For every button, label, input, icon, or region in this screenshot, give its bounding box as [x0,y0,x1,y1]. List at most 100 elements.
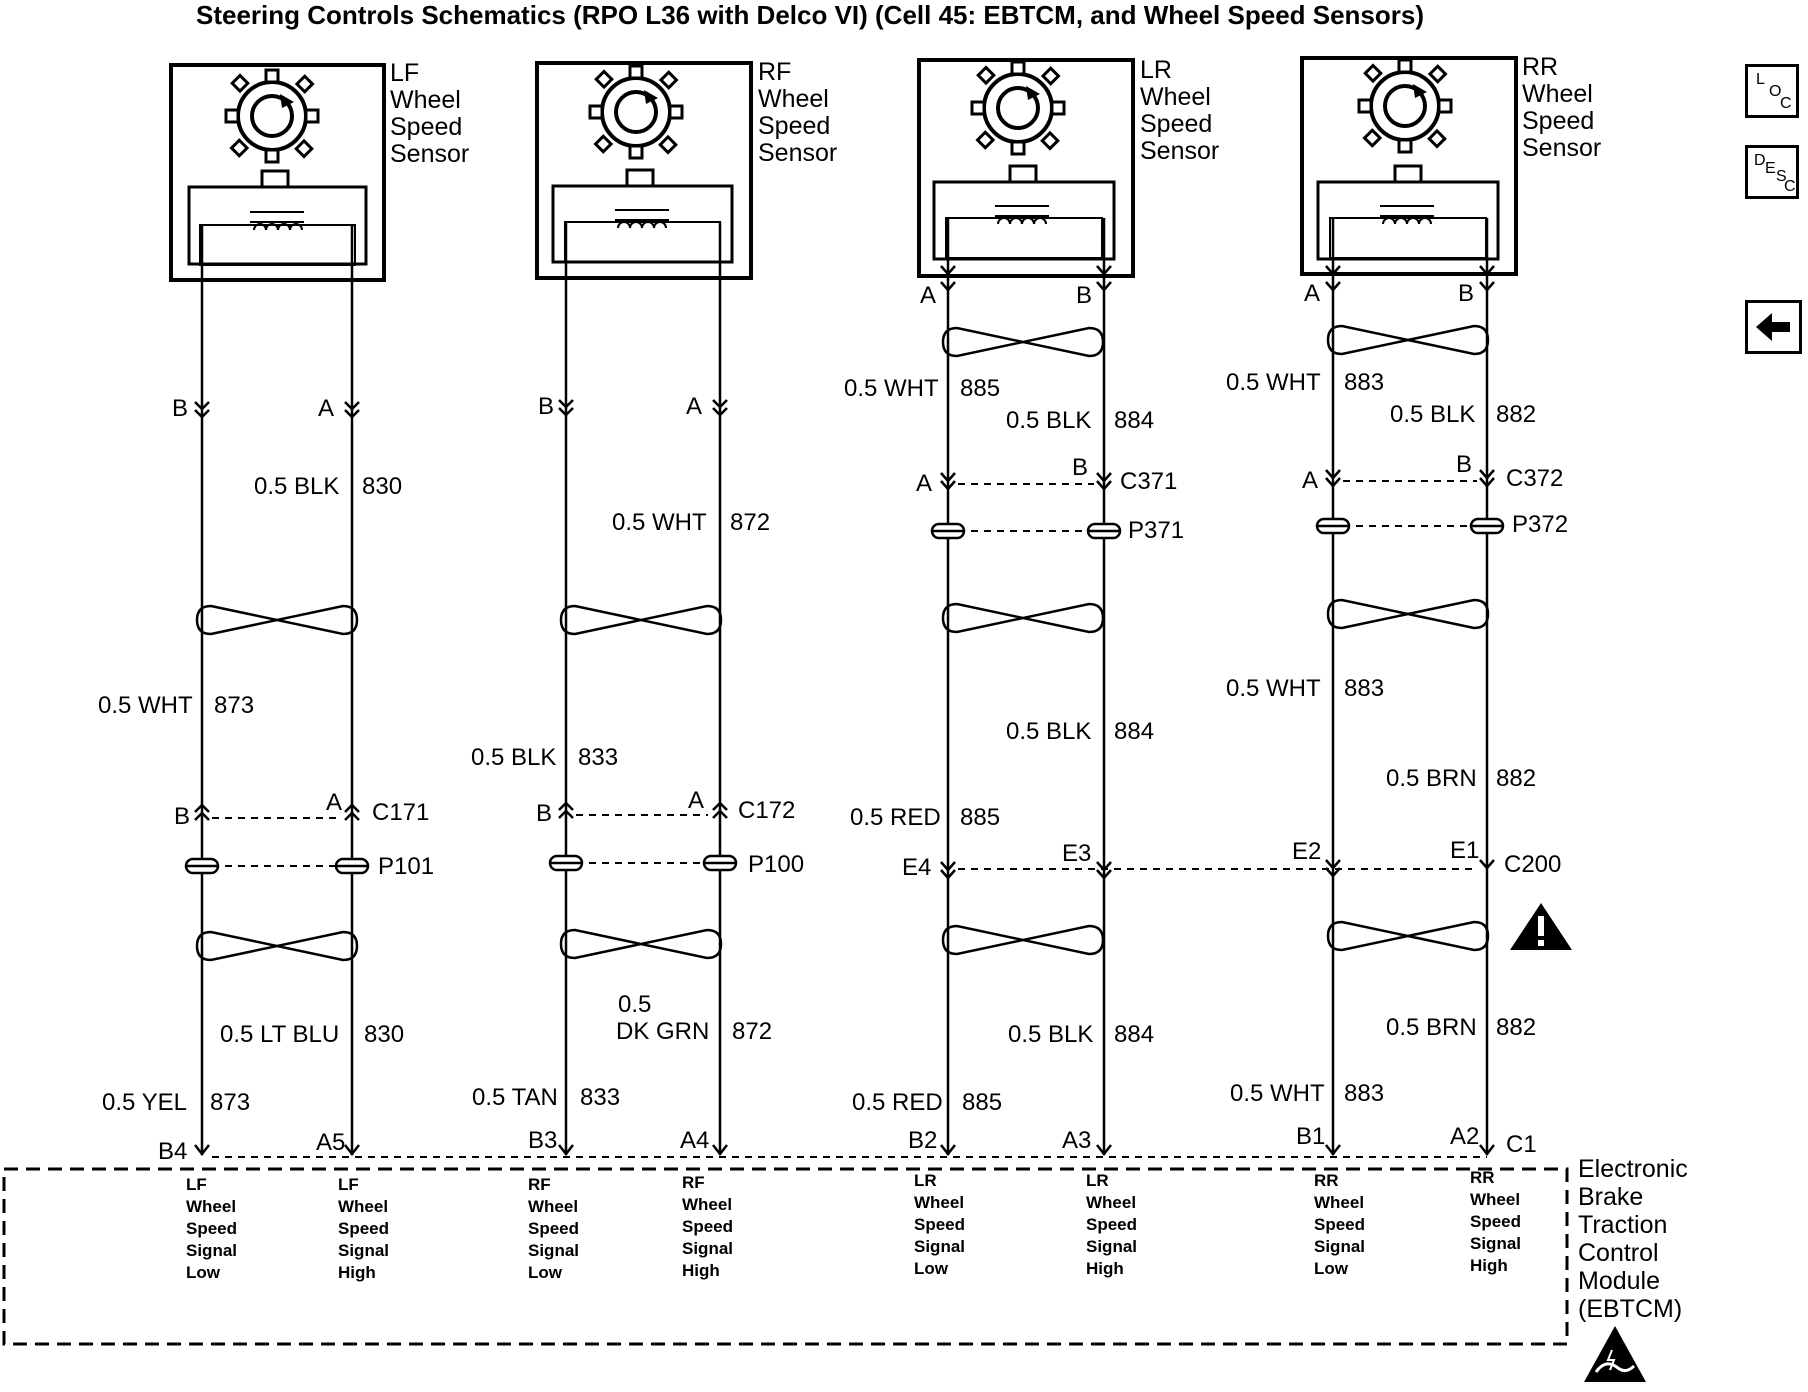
loc-letter-l: L [1756,71,1765,88]
svg-text:C172: C172 [738,797,795,824]
svg-text:Wheel: Wheel [390,86,461,114]
module-pin-descriptions: LF Wheel Speed Signal Low LF Wheel Speed… [186,1168,1521,1282]
svg-text:Wheel: Wheel [758,85,829,113]
svg-text:B1: B1 [1296,1123,1325,1150]
page-title: Steering Controls Schematics (RPO L36 wi… [195,0,1425,30]
svg-text:High: High [1470,1256,1508,1275]
svg-text:Speed: Speed [758,112,830,140]
lr-sensor-box [917,58,1135,278]
svg-text:Low: Low [914,1259,949,1278]
svg-text:P371: P371 [1128,517,1184,544]
svg-text:RF: RF [682,1173,705,1192]
left-arrow-icon [1756,313,1790,341]
module-pin-lr-low: LR Wheel Speed Signal Low [914,1171,965,1278]
svg-text:Signal: Signal [1470,1234,1521,1253]
connector-chevrons [194,265,1495,1157]
module-pin-rr-high: RR Wheel Speed Signal High [1470,1168,1521,1275]
svg-text:B4: B4 [158,1138,187,1165]
svg-text:Speed: Speed [1140,110,1212,138]
svg-text:Wheel: Wheel [528,1197,578,1216]
svg-text:Signal: Signal [338,1241,389,1260]
tone-wheel-icon [1357,58,1453,154]
desc-letter-s: S [1776,168,1787,185]
svg-text:High: High [338,1263,376,1282]
svg-text:830: 830 [362,473,402,500]
svg-text:Wheel: Wheel [914,1193,964,1212]
pin-labels: B A B A A B A B A B A B B A B A E4 E3 E2… [158,280,1479,1165]
svg-text:0.5 BRN: 0.5 BRN [1386,765,1477,792]
svg-text:Speed: Speed [1470,1212,1521,1231]
svg-text:Sensor: Sensor [1522,134,1601,162]
svg-text:Sensor: Sensor [1140,137,1219,165]
svg-text:A3: A3 [1062,1127,1091,1154]
svg-text:Signal: Signal [682,1239,733,1258]
svg-text:B: B [172,395,188,422]
rf-sensor-label: RF Wheel Speed Sensor [758,58,837,167]
svg-text:C1: C1 [1506,1131,1537,1158]
svg-text:High: High [682,1261,720,1280]
svg-text:885: 885 [960,804,1000,831]
svg-text:B: B [538,393,554,420]
desc-letter-c: C [1784,178,1796,195]
svg-text:833: 833 [578,744,618,771]
svg-text:High: High [1086,1259,1124,1278]
loc-letter-o: O [1769,83,1782,100]
module-pin-lf-high: LF Wheel Speed Signal High [338,1175,389,1282]
svg-text:0.5 BLK: 0.5 BLK [254,473,339,500]
svg-text:Signal: Signal [914,1237,965,1256]
svg-text:0.5 BLK: 0.5 BLK [1006,718,1091,745]
svg-text:885: 885 [962,1089,1002,1116]
svg-text:0.5 BLK: 0.5 BLK [471,744,556,771]
back-button[interactable] [1745,300,1802,354]
svg-text:B: B [536,800,552,827]
lf-sensor-box [169,63,386,282]
svg-text:882: 882 [1496,401,1536,428]
svg-text:Low: Low [528,1263,563,1282]
svg-text:Wheel: Wheel [1086,1193,1136,1212]
svg-text:Wheel: Wheel [1470,1190,1520,1209]
svg-text:C200: C200 [1504,851,1561,878]
ebtcm-module-box [2,1167,1569,1346]
tone-wheel-icon [224,68,320,164]
svg-text:LF: LF [186,1175,207,1194]
location-button[interactable]: L O C [1745,64,1799,118]
rr-sensor-box [1300,56,1518,276]
svg-text:0.5 TAN: 0.5 TAN [472,1084,558,1111]
svg-text:0.5 WHT: 0.5 WHT [844,375,939,402]
svg-text:885: 885 [960,375,1000,402]
svg-text:Signal: Signal [186,1241,237,1260]
svg-text:0.5 BRN: 0.5 BRN [1386,1014,1477,1041]
svg-text:A: A [916,470,932,497]
svg-text:RR: RR [1314,1171,1339,1190]
svg-text:873: 873 [210,1089,250,1116]
svg-text:B3: B3 [528,1127,557,1154]
svg-text:Control: Control [1578,1239,1659,1267]
svg-text:884: 884 [1114,1021,1154,1048]
svg-text:883: 883 [1344,1080,1384,1107]
module-pin-rf-low: RF Wheel Speed Signal Low [528,1175,579,1282]
module-pin-rr-low: RR Wheel Speed Signal Low [1314,1171,1365,1278]
svg-text:DK GRN: DK GRN [616,1018,709,1045]
svg-text:B: B [1076,282,1092,309]
plug-symbols [184,517,1505,875]
svg-text:LR: LR [1086,1171,1109,1190]
svg-text:A4: A4 [680,1127,709,1154]
svg-text:884: 884 [1114,407,1154,434]
svg-text:0.5 WHT: 0.5 WHT [1230,1080,1325,1107]
svg-text:884: 884 [1114,718,1154,745]
svg-text:B: B [1456,451,1472,478]
svg-text:Speed: Speed [528,1219,579,1238]
svg-text:Speed: Speed [338,1219,389,1238]
svg-text:0.5 WHT: 0.5 WHT [612,509,707,536]
svg-text:882: 882 [1496,1014,1536,1041]
svg-text:A: A [920,282,936,309]
svg-text:Speed: Speed [186,1219,237,1238]
svg-text:0.5 RED: 0.5 RED [850,804,941,831]
svg-text:Sensor: Sensor [390,140,469,168]
svg-text:E3: E3 [1062,840,1091,867]
svg-text:0.5 YEL: 0.5 YEL [102,1089,187,1116]
svg-text:0.5 RED: 0.5 RED [852,1089,943,1116]
ebtcm-module-label: Electronic Brake Traction Control Module… [1578,1155,1688,1323]
description-button[interactable]: D E S C [1745,145,1799,199]
